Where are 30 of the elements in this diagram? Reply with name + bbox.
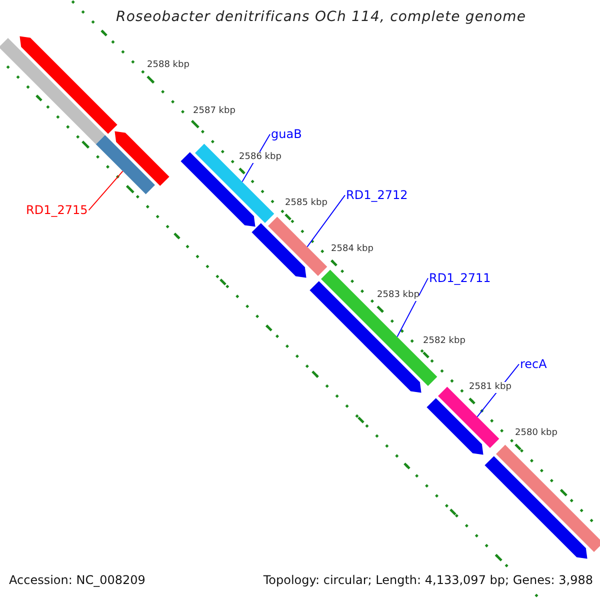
footer-text: Accession: NC_008209 [9, 573, 146, 588]
leader-line [306, 194, 346, 248]
gene-label: recA [520, 357, 547, 372]
leader-line [396, 278, 428, 338]
gene-bar [268, 216, 328, 276]
footer-text: Topology: circular; Length: 4,133,097 bp; Genes: 3,988 [263, 573, 593, 588]
gene-bar [114, 131, 170, 186]
title: Roseobacter denitrificans OCh 114, complete genome [116, 9, 526, 26]
gene-label: RD1_2711 [429, 271, 491, 286]
scale-label: 2581 kbp [469, 382, 512, 393]
scale-label: 2586 kbp [239, 152, 282, 163]
gene-bar [20, 36, 118, 134]
gene-bar [426, 398, 484, 455]
scale-label: 2580 kbp [515, 428, 558, 439]
leader-line [88, 170, 124, 211]
scale-label: 2584 kbp [331, 244, 374, 255]
gene-bar [484, 456, 588, 559]
gene-bar [252, 223, 306, 278]
scale-label: 2582 kbp [423, 336, 466, 347]
scale-label: 2588 kbp [147, 60, 190, 71]
gene-label: RD1_2715 [26, 203, 88, 218]
gene-label: RD1_2712 [346, 188, 408, 202]
gene-bar [496, 444, 600, 552]
gene-label: guaB [271, 127, 302, 142]
gene-bar [0, 38, 105, 144]
gene-bar [96, 135, 155, 194]
gene-bar [310, 281, 422, 393]
scale-label: 2583 kbp [377, 290, 420, 301]
scale-label: 2585 kbp [285, 198, 328, 209]
scale-label: 2587 kbp [193, 106, 236, 117]
